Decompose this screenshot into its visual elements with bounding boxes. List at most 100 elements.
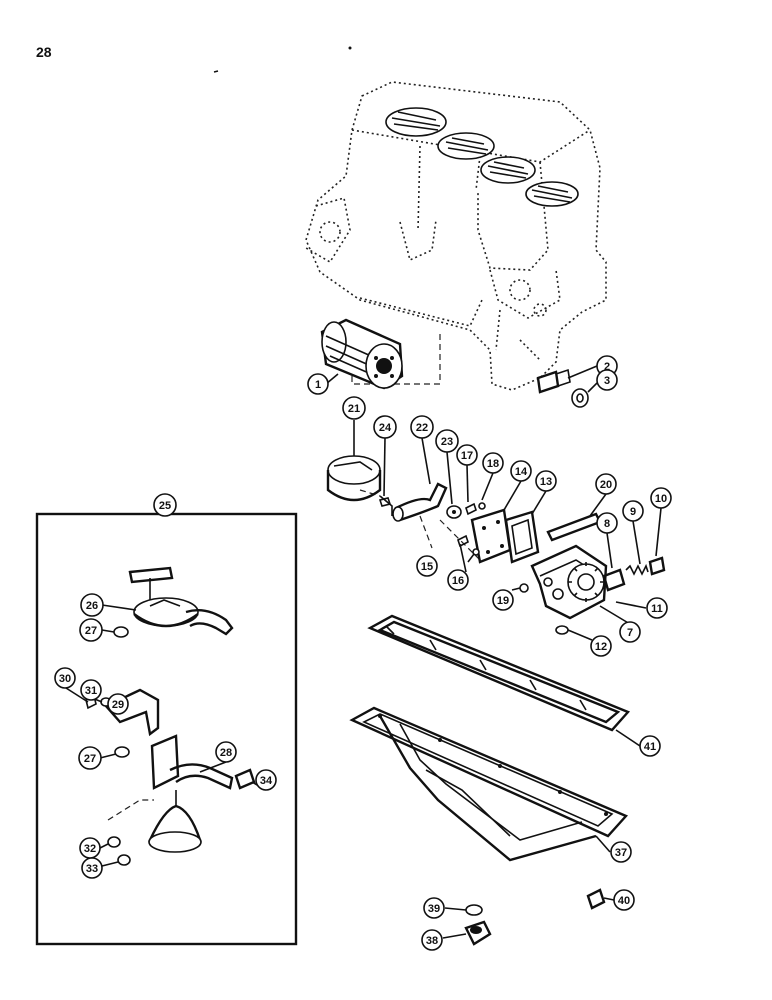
svg-text:12: 12 xyxy=(595,641,607,653)
svg-text:14: 14 xyxy=(515,466,528,478)
svg-text:2: 2 xyxy=(604,361,610,373)
oil-pan-gasket-41 xyxy=(367,614,631,732)
page-number: 28 xyxy=(36,44,52,60)
callout-22: 22 xyxy=(410,415,434,439)
oring-19 xyxy=(519,583,529,593)
callout-9: 9 xyxy=(622,500,644,522)
svg-text:39: 39 xyxy=(428,903,440,915)
callout-1: 1 xyxy=(307,373,329,395)
svg-text:27: 27 xyxy=(84,753,96,765)
svg-text:20: 20 xyxy=(600,479,612,491)
callout-16: 16 xyxy=(447,569,469,591)
svg-text:16: 16 xyxy=(452,575,464,587)
svg-text:24: 24 xyxy=(379,422,392,434)
callout-18: 18 xyxy=(482,452,504,474)
washer-39 xyxy=(465,904,483,916)
cylinder-bores xyxy=(385,107,579,207)
callout-25: 25 xyxy=(153,493,177,517)
callout-23: 23 xyxy=(435,429,459,453)
svg-text:18: 18 xyxy=(487,458,499,470)
svg-text:29: 29 xyxy=(112,699,124,711)
callout-13: 13 xyxy=(535,470,557,492)
svg-text:21: 21 xyxy=(348,403,360,415)
svg-text:17: 17 xyxy=(461,450,473,462)
svg-text:19: 19 xyxy=(497,595,509,607)
callout-38: 38 xyxy=(421,929,443,951)
callout-26: 26 xyxy=(80,593,104,617)
svg-text:13: 13 xyxy=(540,476,552,488)
fitting-2 xyxy=(536,368,571,394)
svg-text:11: 11 xyxy=(651,603,663,615)
bolt-40 xyxy=(586,888,606,910)
spring-9 xyxy=(625,563,649,576)
bolt-15-16 xyxy=(457,534,480,556)
callout-29: 29 xyxy=(107,693,129,715)
callout-41: 41 xyxy=(639,735,661,757)
callout-8: 8 xyxy=(596,512,618,534)
callout-34: 34 xyxy=(255,769,277,791)
inset-box xyxy=(35,512,298,946)
svg-text:25: 25 xyxy=(159,500,171,512)
callout-40: 40 xyxy=(613,889,635,911)
bolt-10 xyxy=(648,556,666,576)
callout-12: 12 xyxy=(590,635,612,657)
oil-screen-26 xyxy=(128,566,234,636)
callouts: 1 2 3 21 24 22 23 17 18 14 13 20 10 9 8 … xyxy=(54,355,672,951)
callout-30: 30 xyxy=(54,667,76,689)
callout-37: 37 xyxy=(610,841,632,863)
leader-lines xyxy=(65,365,662,939)
svg-text:26: 26 xyxy=(86,600,98,612)
engine-block xyxy=(305,81,607,391)
callout-39: 39 xyxy=(423,897,445,919)
pin-11 xyxy=(615,601,647,609)
callout-15: 15 xyxy=(416,555,438,577)
svg-text:1: 1 xyxy=(315,379,321,391)
svg-text:7: 7 xyxy=(627,627,633,639)
svg-text:40: 40 xyxy=(618,895,630,907)
svg-text:28: 28 xyxy=(220,747,232,759)
callout-10: 10 xyxy=(650,487,672,509)
callout-19: 19 xyxy=(492,589,514,611)
plug-8 xyxy=(602,568,626,592)
gasket-13 xyxy=(504,510,540,564)
svg-text:34: 34 xyxy=(260,775,273,787)
callout-3: 3 xyxy=(596,369,618,391)
oil-pump-7 xyxy=(530,544,608,620)
callout-31: 31 xyxy=(80,679,102,701)
callout-11: 11 xyxy=(646,597,668,619)
fitting-24 xyxy=(378,497,392,507)
drain-plug-38 xyxy=(464,920,492,946)
callout-28: 28 xyxy=(215,741,237,763)
svg-text:38: 38 xyxy=(426,935,438,947)
svg-text:32: 32 xyxy=(84,843,96,855)
svg-text:3: 3 xyxy=(604,375,610,387)
callout-32: 32 xyxy=(79,837,101,859)
callout-27-top: 27 xyxy=(79,618,103,642)
svg-text:10: 10 xyxy=(655,493,667,505)
svg-text:9: 9 xyxy=(630,506,636,518)
bracket-29 xyxy=(104,688,160,737)
svg-text:8: 8 xyxy=(604,518,610,530)
callout-17: 17 xyxy=(456,444,478,466)
callout-21: 21 xyxy=(342,396,366,420)
svg-text:31: 31 xyxy=(85,685,97,697)
callout-20: 20 xyxy=(595,473,617,495)
svg-text:30: 30 xyxy=(59,673,71,685)
callout-24: 24 xyxy=(373,415,397,439)
nut-23 xyxy=(446,505,462,519)
callout-7: 7 xyxy=(619,621,641,643)
callout-14: 14 xyxy=(510,460,532,482)
bolt-17-18 xyxy=(465,502,486,516)
svg-text:37: 37 xyxy=(615,847,627,859)
callout-27-bottom: 27 xyxy=(78,746,102,770)
plate-20 xyxy=(546,512,602,542)
oil-screen-21 xyxy=(326,455,393,516)
tube-22 xyxy=(392,482,448,522)
svg-text:15: 15 xyxy=(421,561,433,573)
svg-text:33: 33 xyxy=(86,863,98,875)
svg-text:22: 22 xyxy=(416,422,428,434)
oil-filter xyxy=(320,318,404,390)
svg-text:41: 41 xyxy=(644,741,656,753)
svg-text:27: 27 xyxy=(85,625,97,637)
